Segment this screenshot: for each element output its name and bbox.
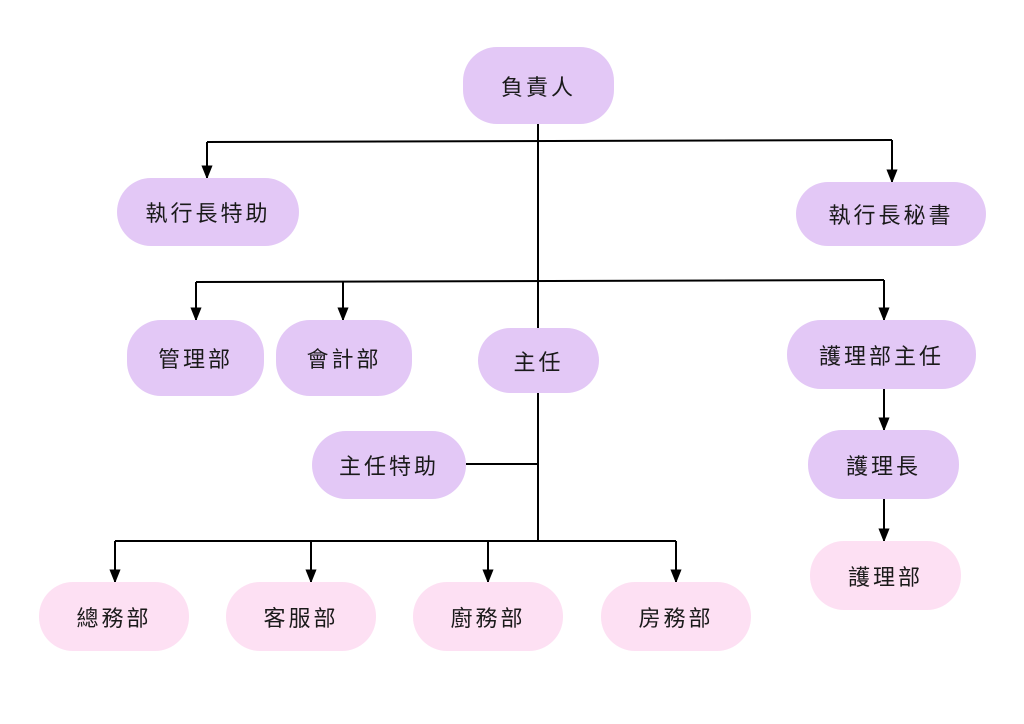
node-accounting-dept-label: 會計部 bbox=[306, 348, 382, 373]
node-nursing-dept: 護理部 bbox=[810, 541, 961, 610]
node-customer-service-dept: 客服部 bbox=[226, 582, 376, 651]
node-management-dept: 管理部 bbox=[127, 320, 264, 396]
node-director-assistant-label: 主任特助 bbox=[338, 455, 439, 480]
node-accounting-dept: 會計部 bbox=[276, 320, 412, 396]
node-general-affairs-dept: 總務部 bbox=[39, 582, 189, 651]
node-housekeeping-dept: 房務部 bbox=[601, 582, 751, 651]
node-director: 主任 bbox=[478, 328, 599, 393]
node-customer-service-dept-label: 客服部 bbox=[263, 606, 339, 632]
department-bar bbox=[195, 279, 885, 283]
node-nursing-director-label: 護理部主任 bbox=[818, 344, 944, 370]
node-management-dept-label: 管理部 bbox=[157, 348, 233, 373]
node-head: 負責人 bbox=[463, 47, 614, 124]
node-ceo-assistant: 執行長特助 bbox=[117, 178, 299, 246]
node-general-affairs-dept-label: 總務部 bbox=[76, 606, 152, 632]
node-housekeeping-dept-label: 房務部 bbox=[638, 606, 714, 632]
node-head-nurse-label: 護理長 bbox=[845, 454, 921, 480]
node-ceo-secretary-label: 執行長秘書 bbox=[828, 204, 954, 229]
node-head-nurse: 護理長 bbox=[808, 430, 959, 499]
node-head-label: 負責人 bbox=[500, 75, 576, 101]
node-kitchen-dept-label: 廚務部 bbox=[450, 606, 526, 632]
node-nursing-director: 護理部主任 bbox=[787, 320, 976, 389]
node-nursing-dept-label: 護理部 bbox=[847, 565, 923, 591]
node-kitchen-dept: 廚務部 bbox=[413, 582, 563, 651]
executive-bar bbox=[206, 139, 893, 143]
node-ceo-secretary: 執行長秘書 bbox=[796, 182, 986, 246]
node-ceo-assistant-label: 執行長特助 bbox=[145, 202, 271, 227]
node-director-assistant: 主任特助 bbox=[312, 431, 466, 499]
node-director-label: 主任 bbox=[513, 350, 564, 376]
